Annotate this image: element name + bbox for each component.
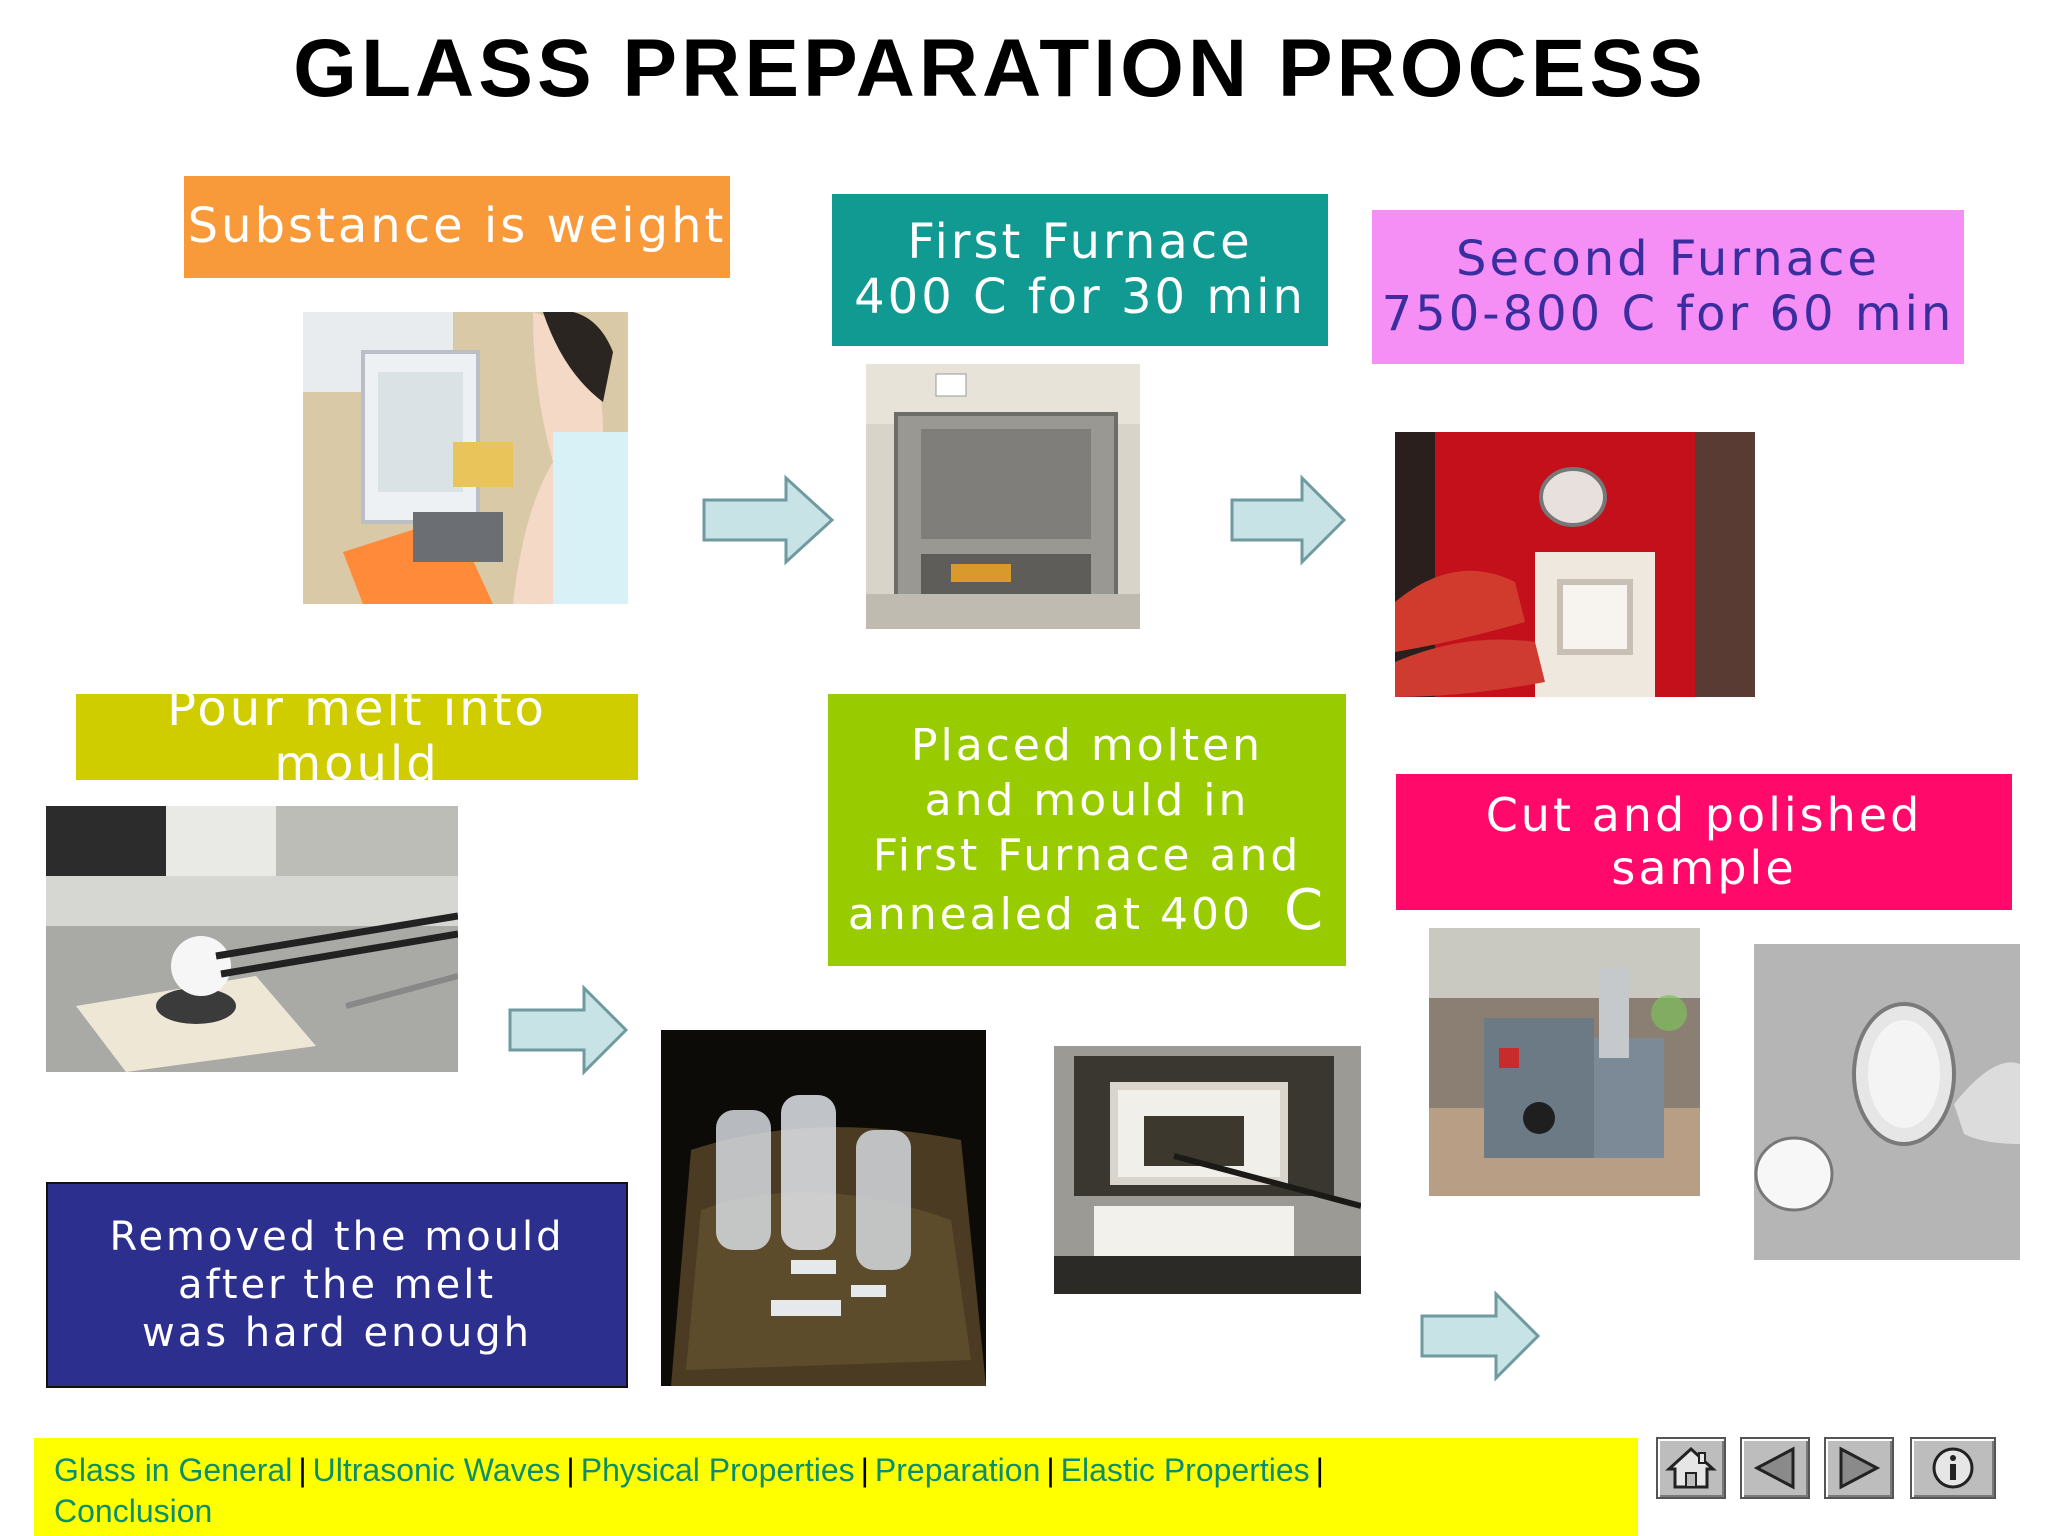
info-button[interactable]: [1910, 1437, 1996, 1499]
label-annealed: Placed molten and mould in First Furnace…: [828, 694, 1346, 966]
first-furnace-photo: [866, 364, 1140, 629]
nav-separator: |: [298, 1452, 307, 1488]
nav-link-glass-in-general[interactable]: Glass in General: [54, 1452, 293, 1488]
nav-separator: |: [860, 1452, 869, 1488]
arrow-right-3: [506, 984, 630, 1076]
arrow-right-4: [1418, 1290, 1542, 1382]
label-second-furnace: Second Furnace 750-800 C for 60 min: [1372, 210, 1964, 364]
home-button[interactable]: [1656, 1437, 1726, 1499]
balance-photo: [303, 312, 628, 604]
nav-separator: |: [566, 1452, 575, 1488]
nav-link-preparation[interactable]: Preparation: [874, 1452, 1041, 1488]
home-icon: [1665, 1446, 1717, 1489]
glass-samples-photo: [661, 1030, 986, 1386]
navigation-bar: Glass in General|Ultrasonic Waves|Physic…: [34, 1438, 1638, 1536]
annealed-unit: C: [1284, 878, 1327, 943]
forward-icon: [1839, 1446, 1881, 1490]
label-first-furnace: First Furnace 400 C for 30 min: [832, 194, 1328, 346]
forward-button[interactable]: [1824, 1437, 1894, 1499]
nav-link-elastic-properties[interactable]: Elastic Properties: [1060, 1452, 1310, 1488]
nav-separator: |: [1315, 1452, 1324, 1488]
label-cut-polished: Cut and polished sample: [1396, 774, 2012, 910]
back-button[interactable]: [1740, 1437, 1810, 1499]
pour-mould-photo: [46, 806, 458, 1072]
cutting-machine-photo: [1429, 928, 1700, 1196]
nav-separator: |: [1046, 1452, 1055, 1488]
polished-sample-photo: [1754, 944, 2020, 1260]
annealed-text: Placed molten and mould in First Furnace…: [847, 720, 1302, 940]
label-removed-mould: Removed the mould after the melt was har…: [46, 1182, 628, 1388]
info-icon: [1932, 1447, 1974, 1489]
nav-link-conclusion[interactable]: Conclusion: [54, 1493, 213, 1529]
back-icon: [1753, 1446, 1795, 1490]
second-furnace-photo: [1395, 432, 1755, 697]
label-substance-weight: Substance is weight: [184, 176, 730, 278]
annealing-furnace-photo: [1054, 1046, 1361, 1294]
label-pour-melt: Pour melt into mould: [76, 681, 638, 792]
nav-link-physical-properties[interactable]: Physical Properties: [580, 1452, 855, 1488]
nav-link-ultrasonic-waves[interactable]: Ultrasonic Waves: [312, 1452, 561, 1488]
page-title: GLASS PREPARATION PROCESS: [293, 23, 1707, 114]
arrow-right-1: [700, 474, 836, 566]
arrow-right-2: [1228, 474, 1348, 566]
